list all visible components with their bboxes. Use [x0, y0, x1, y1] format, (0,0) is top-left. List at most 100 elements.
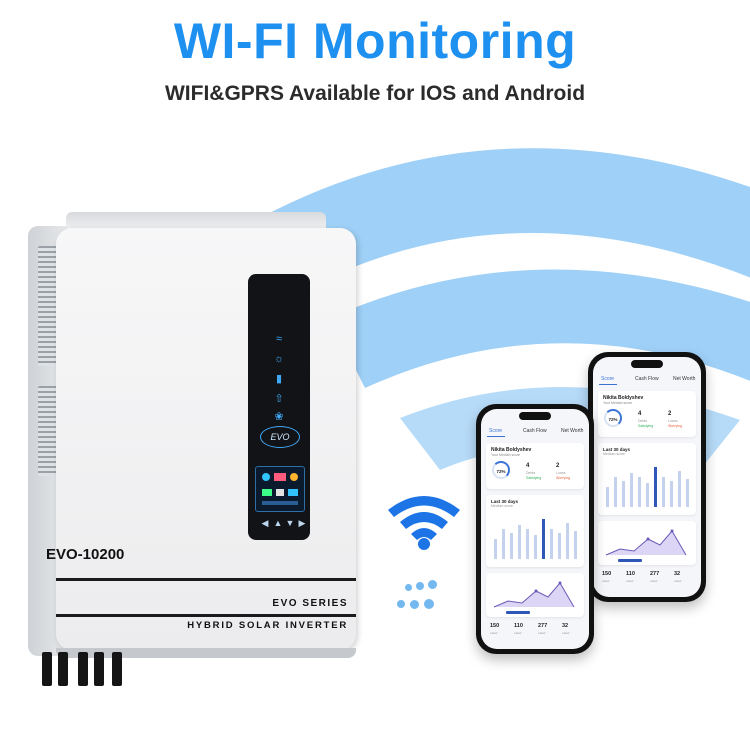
vent-grille	[38, 246, 60, 366]
last-30-days-card: Last 30 days Medium score	[598, 443, 696, 515]
inverter-top-edge	[66, 212, 326, 228]
footer-stat-value: 277	[538, 623, 548, 629]
phone-notch	[631, 360, 663, 368]
page-subtitle: WIFI&GPRS Available for IOS and Android	[164, 82, 586, 105]
chart-bar	[494, 539, 497, 559]
product-description: HYBRID SOLAR INVERTER	[187, 620, 348, 631]
tab-score[interactable]: Score	[601, 376, 615, 382]
lcd-display	[255, 466, 305, 512]
chart-title: Last 30 days	[491, 499, 519, 504]
footer-stat-value: 150	[490, 623, 500, 629]
area-chart	[493, 581, 575, 614]
footer-stat-value: 277	[650, 571, 660, 577]
user-name: Nikita Boldyshev	[491, 447, 532, 453]
app-screen[interactable]: Score Cash Flow Net Worth Nikita Boldysh…	[481, 409, 589, 649]
signal-dot	[416, 582, 424, 590]
load-indicator-icon: ❀	[274, 411, 284, 423]
chart-bar	[518, 525, 521, 559]
stat-value: 4	[638, 411, 642, 417]
area-chart	[605, 529, 687, 562]
solar-inverter: ≈ ☼ ▮ ⇧ ❀ EVO ◀ ▲ ▼ ▶ EVO-10200 EVO SERI…	[28, 212, 370, 692]
control-panel: ≈ ☼ ▮ ⇧ ❀ EVO ◀ ▲ ▼ ▶	[248, 274, 310, 540]
phone-mockup-front: Score Cash Flow Net Worth Nikita Boldysh…	[476, 404, 594, 654]
app-tabs: Score Cash Flow Net Worth	[593, 373, 701, 385]
grid-indicator-icon: ⇧	[274, 393, 284, 405]
chart-bar	[566, 523, 569, 559]
user-role: Your Median score	[603, 401, 633, 405]
tab-cash-flow[interactable]: Cash Flow	[523, 428, 547, 434]
last-30-days-card: Last 30 days Medium score	[486, 495, 584, 567]
chart-bar	[614, 477, 617, 507]
signal-dot	[397, 600, 405, 608]
inverter-bottom-edge	[56, 648, 356, 658]
chart-bar	[558, 533, 561, 559]
footer-stat-value: 110	[626, 571, 635, 577]
stat-status: Satisfying	[638, 424, 654, 428]
tab-cash-flow[interactable]: Cash Flow	[635, 376, 659, 382]
footer-stat-label: Label	[674, 579, 682, 583]
signal-dot	[410, 600, 419, 609]
cable-connector	[42, 652, 52, 686]
chart-bar	[630, 473, 633, 507]
footer-stat-label: Label	[514, 631, 522, 635]
cable-connector	[112, 652, 122, 686]
phone-mockup-back: Score Cash Flow Net Worth Nikita Boldysh…	[588, 352, 706, 602]
app-screen[interactable]: Score Cash Flow Net Worth Nikita Boldysh…	[593, 357, 701, 597]
cable-connector	[78, 652, 88, 686]
evo-logo: EVO	[260, 426, 300, 448]
wifi-icon	[388, 496, 460, 550]
footer-stat-label: Label	[562, 631, 570, 635]
footer-stat-label: Label	[602, 579, 610, 583]
wifi-arc-middle	[330, 269, 750, 388]
chart-bar	[686, 479, 689, 507]
sun-indicator-icon: ☼	[273, 353, 285, 365]
battery-indicator-icon: ▮	[275, 373, 283, 385]
signal-dot	[424, 599, 434, 609]
chart-bar	[654, 467, 657, 507]
chart-bar	[622, 481, 625, 507]
stat-value: 2	[556, 463, 560, 469]
chart-bar	[534, 535, 537, 559]
wifi-indicator-icon: ≈	[275, 333, 283, 345]
cable-connector	[58, 652, 68, 686]
wifi-arc-outer	[260, 148, 750, 292]
model-number: EVO-10200	[46, 546, 125, 563]
back-button-icon[interactable]: ◀	[261, 518, 269, 528]
down-button-icon[interactable]: ▼	[285, 518, 295, 528]
chart-bar	[646, 483, 649, 507]
score-ring: 72%	[604, 409, 622, 427]
up-button-icon[interactable]: ▲	[273, 518, 283, 528]
user-name: Nikita Boldyshev	[603, 395, 644, 401]
app-tabs: Score Cash Flow Net Worth	[481, 425, 589, 437]
user-role: Your Median score	[491, 453, 521, 457]
signal-dot	[405, 584, 412, 591]
score-card: Nikita Boldyshev Your Median score 72% 4…	[486, 443, 584, 489]
stat-status: Worrying	[556, 476, 570, 480]
stat-label: Debts	[526, 471, 536, 475]
signal-dot	[428, 580, 437, 589]
footer-stat-value: 110	[514, 623, 523, 629]
page-title: WI-FI Monitoring	[173, 13, 577, 69]
trend-card	[486, 573, 584, 617]
footer-stat-value: 32	[674, 571, 681, 577]
tab-net-worth[interactable]: Net Worth	[561, 428, 584, 434]
chart-bar	[670, 481, 673, 507]
chart-bar	[510, 533, 513, 559]
tab-net-worth[interactable]: Net Worth	[673, 376, 696, 382]
chart-bar	[550, 529, 553, 559]
cable-connector	[94, 652, 104, 686]
stat-value: 2	[668, 411, 672, 417]
chart-title: Last 30 days	[603, 447, 631, 452]
score-card: Nikita Boldyshev Your Median score 72% 4…	[598, 391, 696, 437]
chart-bar	[574, 531, 577, 559]
inverter-front-cover	[56, 228, 356, 650]
tab-score[interactable]: Score	[489, 428, 503, 434]
stat-label: Loans	[668, 419, 678, 423]
chart-bar	[502, 529, 505, 559]
stat-value: 4	[526, 463, 530, 469]
footer-stat-label: Label	[538, 631, 546, 635]
chart-subtitle: Medium score	[603, 452, 625, 456]
active-tab-indicator	[599, 384, 617, 385]
active-tab-indicator	[487, 436, 505, 437]
enter-button-icon[interactable]: ▶	[298, 518, 306, 528]
